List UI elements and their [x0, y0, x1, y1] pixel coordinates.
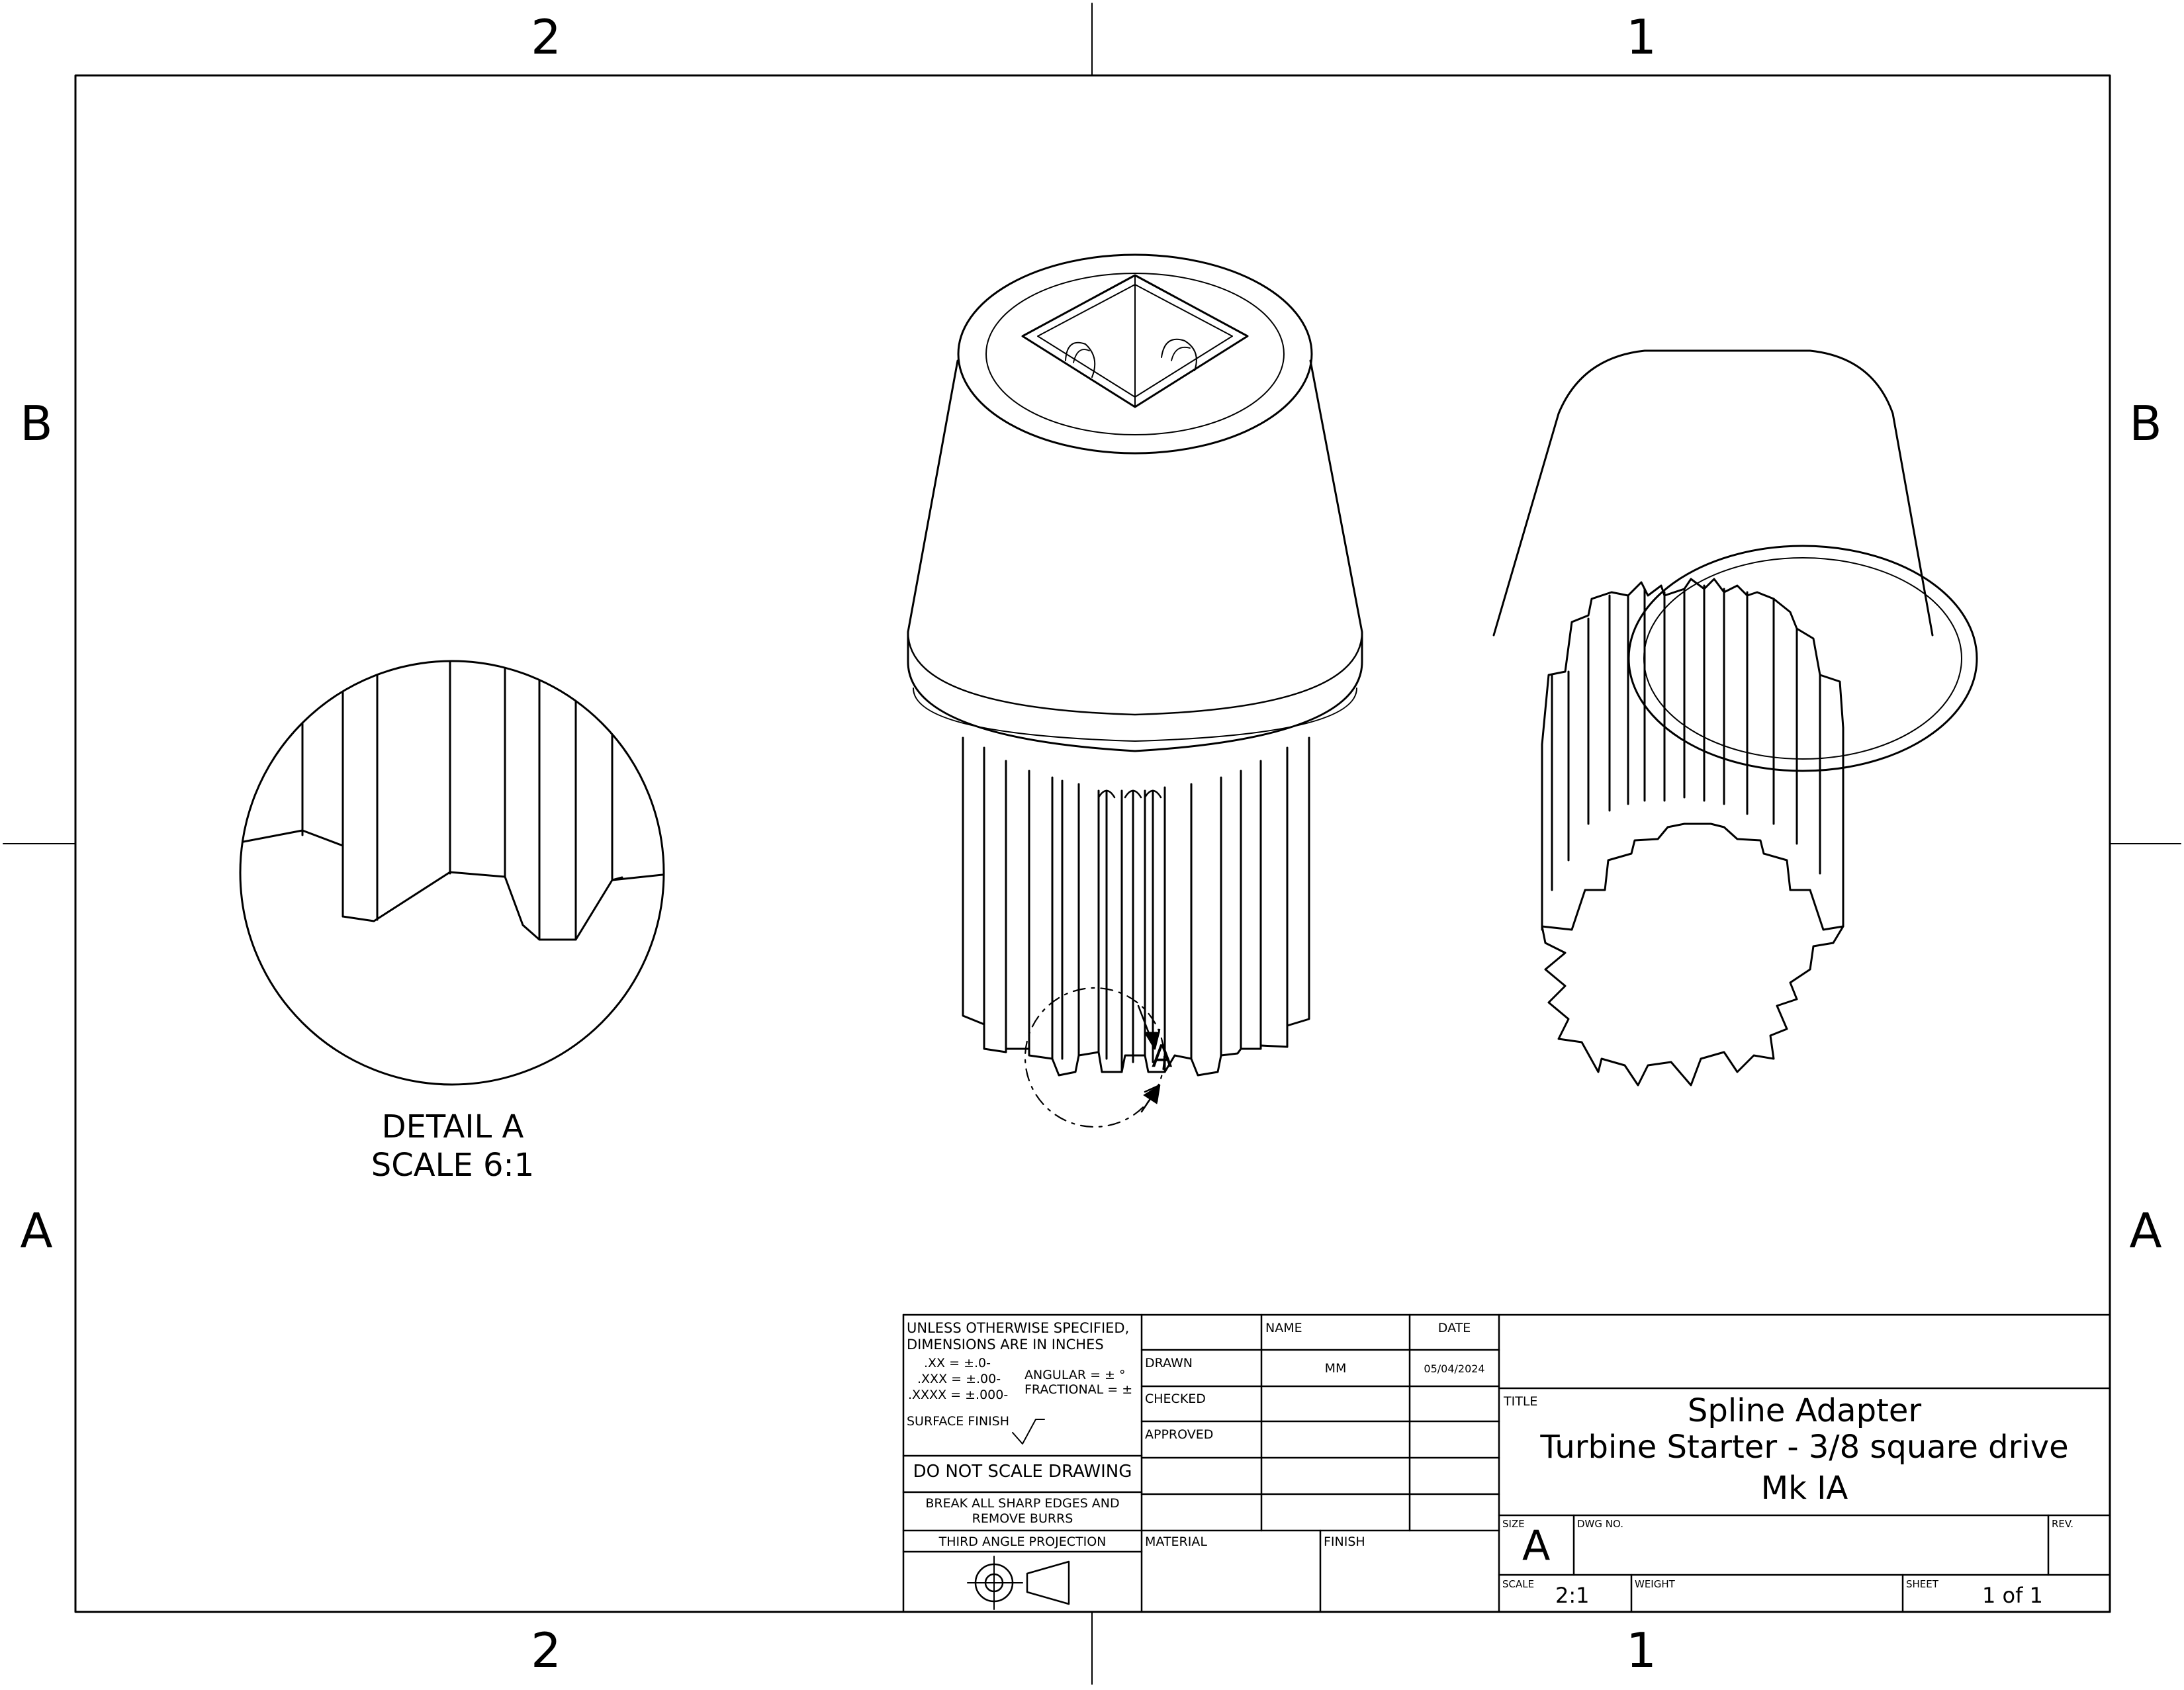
zone-col-label-top-left: 2 — [531, 9, 561, 65]
detail-a-callout-letter: A — [1152, 1038, 1173, 1074]
break-edges-note-line2: REMOVE BURRS — [972, 1511, 1073, 1526]
scale-label: SCALE — [1502, 1578, 1535, 1590]
tolerance-xxxx: .XXXX = ±.000- — [908, 1388, 1009, 1402]
zone-col-label-bottom-right: 1 — [1626, 1623, 1657, 1678]
sheet-label: SHEET — [1906, 1578, 1938, 1590]
cylindrical-body — [1492, 349, 1978, 772]
tolerance-angular: ANGULAR = ± ° — [1024, 1368, 1126, 1382]
col-header-date: DATE — [1437, 1321, 1471, 1335]
title-label: TITLE — [1504, 1394, 1538, 1409]
notes-unless-specified: UNLESS OTHERWISE SPECIFIED, — [907, 1320, 1130, 1336]
zone-col-label-top-right: 1 — [1626, 9, 1657, 65]
break-edges-note-line1: BREAK ALL SHARP EDGES AND — [925, 1496, 1120, 1511]
scale-value: 2:1 — [1555, 1583, 1590, 1608]
detail-a-caption-scale: SCALE 6:1 — [371, 1146, 535, 1184]
surface-finish-label: SURFACE FINISH — [907, 1414, 1010, 1429]
detail-a-caption-title: DETAIL A — [381, 1108, 524, 1145]
conical-body — [907, 359, 1363, 752]
size-label: SIZE — [1502, 1518, 1525, 1530]
internal-spline — [1541, 578, 1844, 1087]
tolerance-fractional: FRACTIONAL = ± — [1024, 1382, 1133, 1397]
zone-row-label-left-bottom: A — [20, 1203, 53, 1259]
weight-label: WEIGHT — [1635, 1578, 1675, 1590]
finish-label: FINISH — [1324, 1534, 1365, 1549]
zone-row-label-right-bottom: A — [2129, 1203, 2162, 1259]
isometric-view-right — [1492, 349, 1978, 1087]
row-label-approved: APPROVED — [1145, 1427, 1214, 1442]
do-not-scale-note: DO NOT SCALE DRAWING — [913, 1462, 1132, 1482]
detail-a-caption: DETAIL A SCALE 6:1 — [320, 1108, 585, 1184]
dwg-no-label: DWG NO. — [1577, 1518, 1623, 1530]
title-line-description: Turbine Starter - 3/8 square drive — [1540, 1429, 2069, 1466]
spline-shaft — [962, 736, 1310, 1077]
isometric-view-left — [907, 253, 1363, 1128]
detail-a-callout — [1024, 987, 1165, 1128]
sheet-value: 1 of 1 — [1982, 1583, 2043, 1608]
drawn-date: 05/04/2024 — [1424, 1362, 1485, 1375]
title-line-part-name: Spline Adapter — [1687, 1392, 1922, 1429]
zone-row-label-left-top: B — [20, 396, 53, 451]
drawn-by-name: MM — [1324, 1361, 1347, 1376]
col-header-name: NAME — [1265, 1321, 1302, 1335]
row-label-checked: CHECKED — [1145, 1392, 1206, 1406]
zone-col-label-bottom-left: 2 — [531, 1623, 561, 1678]
rev-label: REV. — [2052, 1518, 2073, 1530]
size-value: A — [1522, 1521, 1551, 1570]
detail-a-view — [239, 660, 665, 1086]
zone-row-label-right-top: B — [2129, 396, 2162, 451]
title-block-grid — [902, 1313, 2111, 1613]
row-label-drawn: DRAWN — [1145, 1356, 1193, 1370]
square-drive-top — [957, 253, 1313, 455]
notes-dimensions-inches: DIMENSIONS ARE IN INCHES — [907, 1337, 1104, 1353]
sheet-border — [3, 3, 2181, 1685]
tolerance-xx: .XX = ±.0- — [924, 1356, 991, 1370]
material-label: MATERIAL — [1145, 1534, 1207, 1549]
title-line-mark: Mk IA — [1760, 1470, 1848, 1507]
projection-note: THIRD ANGLE PROJECTION — [938, 1534, 1107, 1549]
tolerance-xxx: .XXX = ±.00- — [917, 1372, 1001, 1386]
